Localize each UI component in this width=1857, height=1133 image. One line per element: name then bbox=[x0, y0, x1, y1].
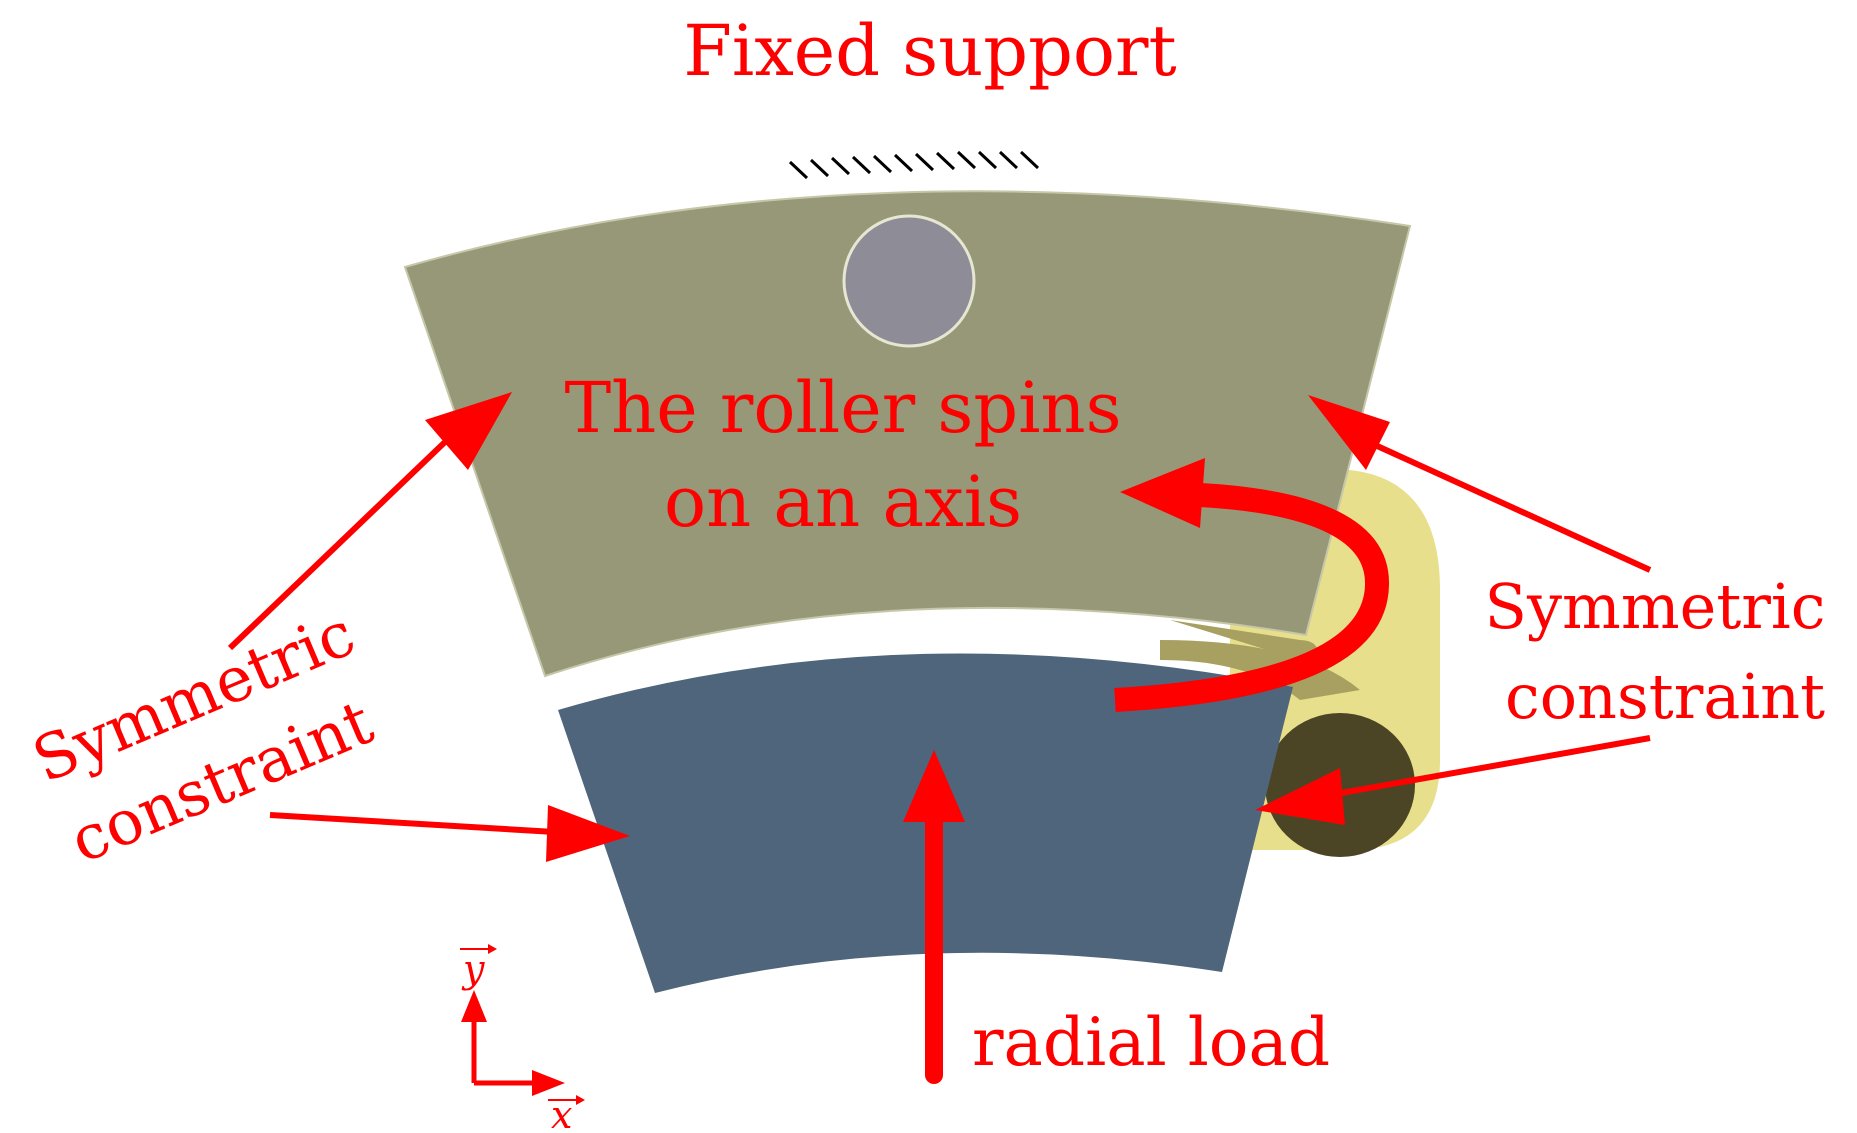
right-constraint-label-line2: constraint bbox=[1505, 660, 1825, 733]
hatch-ground-icon bbox=[788, 150, 1040, 180]
roller-shadow-band bbox=[1170, 620, 1320, 660]
right-constraint-arrow-lower bbox=[1255, 735, 1651, 825]
axis-x-label: x bbox=[551, 1093, 572, 1133]
curved-arrow-icon bbox=[1114, 458, 1390, 712]
axis-y-label: y bbox=[461, 947, 485, 991]
rotation-arrow-body bbox=[1114, 483, 1390, 712]
fixed-support-label: Fixed support bbox=[683, 10, 1176, 92]
right-constraint-label-line1: Symmetric bbox=[1485, 570, 1826, 643]
radial-load-arrow bbox=[903, 750, 965, 1084]
rotation-arrow-head bbox=[1120, 458, 1205, 528]
radial-load-label: radial load bbox=[972, 1004, 1330, 1081]
right-constraint-arrow-upper bbox=[1308, 395, 1652, 573]
outer-ring-segment bbox=[403, 190, 1412, 678]
coordinate-axes bbox=[460, 944, 585, 1105]
pin-hole bbox=[842, 214, 976, 348]
spin-label-line2: on an axis bbox=[664, 461, 1022, 543]
left-constraint-arrow-lower bbox=[269, 805, 630, 862]
left-constraint-arrow-upper bbox=[227, 392, 512, 651]
spin-label-line1: The roller spins bbox=[564, 367, 1121, 449]
